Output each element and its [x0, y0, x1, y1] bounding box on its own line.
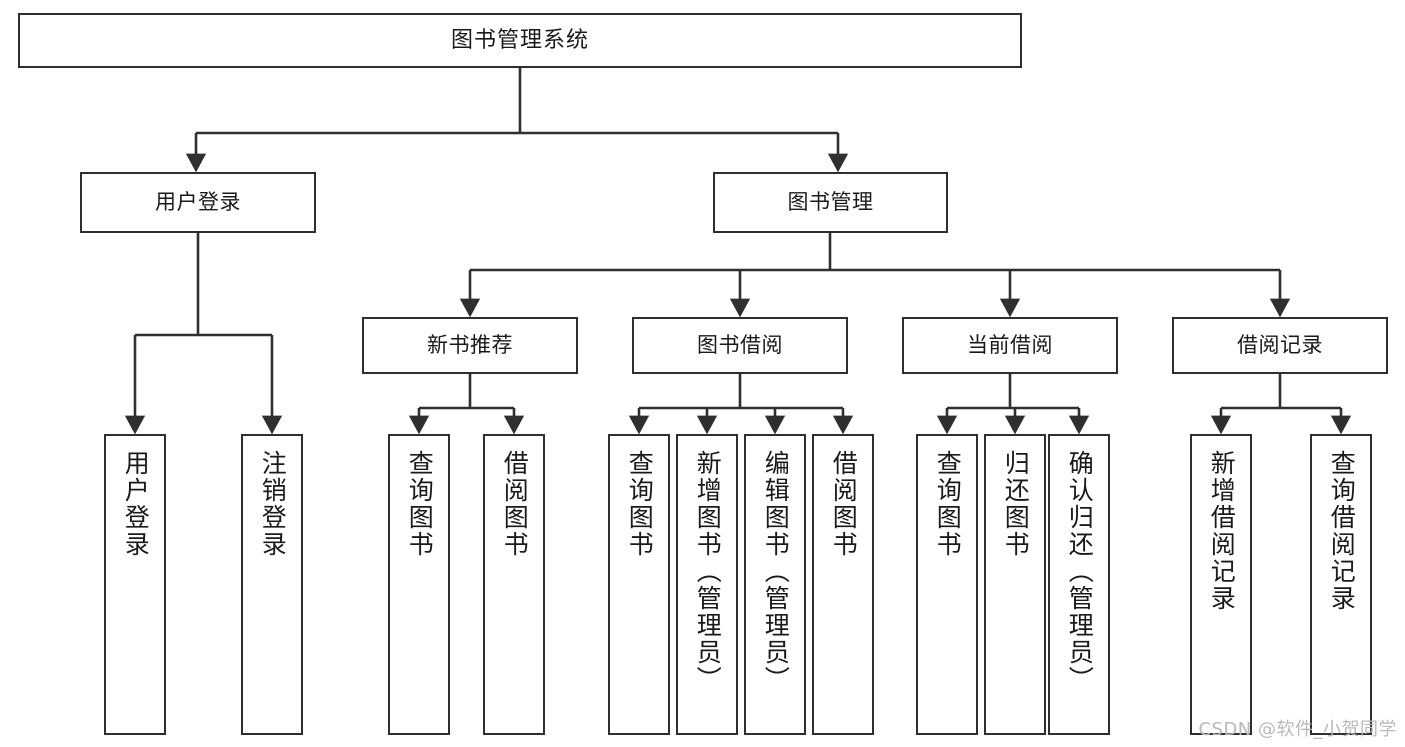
- node-label: 注销登录: [258, 450, 288, 558]
- node-label: 新增借阅记录: [1207, 450, 1237, 612]
- node-label: 当前借阅: [967, 333, 1053, 358]
- node-leaf-query-book-borrow[interactable]: 查询图书: [608, 434, 670, 735]
- node-label: 新增图书（管理员）: [693, 450, 723, 693]
- node-leaf-return-book[interactable]: 归还图书: [984, 434, 1046, 735]
- node-root-book-management-system[interactable]: 图书管理系统: [18, 13, 1022, 68]
- node-book-borrow[interactable]: 图书借阅: [632, 317, 848, 374]
- node-label: 图书借阅: [697, 333, 783, 358]
- node-label: 图书管理系统: [450, 27, 589, 53]
- node-label: 借阅图书: [500, 450, 530, 558]
- node-label: 查询图书: [625, 450, 655, 558]
- node-borrow-record[interactable]: 借阅记录: [1172, 317, 1388, 374]
- node-leaf-query-book-recommend[interactable]: 查询图书: [388, 434, 450, 735]
- node-label: 查询图书: [405, 450, 435, 558]
- node-label: 查询图书: [933, 450, 963, 558]
- node-leaf-edit-book-admin[interactable]: 编辑图书（管理员）: [744, 434, 806, 735]
- node-label: 用户登录: [155, 190, 241, 215]
- node-leaf-add-book-admin[interactable]: 新增图书（管理员）: [676, 434, 738, 735]
- node-label: 查询借阅记录: [1327, 450, 1357, 612]
- node-leaf-user-logout[interactable]: 注销登录: [241, 434, 303, 735]
- node-label: 图书管理: [787, 190, 874, 215]
- node-leaf-add-borrow-record[interactable]: 新增借阅记录: [1190, 434, 1252, 735]
- node-label: 确认归还（管理员）: [1065, 450, 1095, 693]
- node-label: 用户登录: [121, 450, 151, 558]
- node-leaf-user-login[interactable]: 用户登录: [104, 434, 166, 735]
- node-leaf-borrow-book-recommend[interactable]: 借阅图书: [483, 434, 545, 735]
- node-new-book-recommend[interactable]: 新书推荐: [362, 317, 578, 374]
- node-leaf-confirm-return-admin[interactable]: 确认归还（管理员）: [1048, 434, 1110, 735]
- node-current-borrow[interactable]: 当前借阅: [902, 317, 1118, 374]
- csdn-watermark: CSDN @软件_小贺同学: [1198, 719, 1397, 740]
- node-label: 借阅记录: [1237, 333, 1323, 358]
- node-leaf-borrow-book[interactable]: 借阅图书: [812, 434, 874, 735]
- node-label: 新书推荐: [427, 333, 513, 358]
- node-label: 归还图书: [1001, 450, 1031, 558]
- node-leaf-query-book-current[interactable]: 查询图书: [916, 434, 978, 735]
- node-leaf-query-borrow-record[interactable]: 查询借阅记录: [1310, 434, 1372, 735]
- node-book-manage[interactable]: 图书管理: [713, 172, 948, 233]
- node-label: 编辑图书（管理员）: [761, 450, 791, 693]
- node-label: 借阅图书: [829, 450, 859, 558]
- node-user-login[interactable]: 用户登录: [80, 172, 316, 233]
